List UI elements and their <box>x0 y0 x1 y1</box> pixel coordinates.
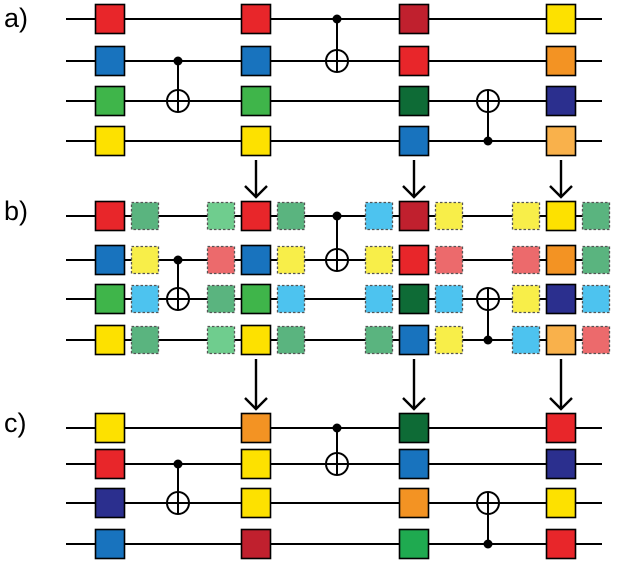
ghost-gate <box>206 245 236 275</box>
single-qubit-gate <box>398 244 430 276</box>
ghost-gate <box>364 325 394 355</box>
cnot-control-dot <box>483 335 493 345</box>
single-qubit-gate <box>240 283 272 315</box>
single-qubit-gate <box>94 85 126 117</box>
single-qubit-gate <box>240 3 272 35</box>
down-arrow-icon <box>244 397 268 411</box>
ghost-gate <box>581 325 611 355</box>
ghost-gate <box>434 201 464 231</box>
cnot-control-dot <box>483 539 493 549</box>
single-qubit-gate <box>94 200 126 232</box>
single-qubit-gate <box>398 487 430 519</box>
ghost-gate <box>130 245 160 275</box>
ghost-gate <box>511 284 541 314</box>
single-qubit-gate <box>545 244 577 276</box>
cnot-layer <box>166 14 500 549</box>
ghost-gate <box>511 245 541 275</box>
single-qubit-gate <box>398 324 430 356</box>
panel-a-label: a) <box>4 3 28 33</box>
ghost-gate <box>206 201 236 231</box>
down-arrow-icon <box>549 397 573 411</box>
cnot-control-dot <box>332 423 342 433</box>
ghost-gate <box>206 325 236 355</box>
cnot-control-dot <box>332 14 342 24</box>
cnot-control-dot <box>173 56 183 66</box>
cnot-control-dot <box>173 459 183 469</box>
ghost-gate <box>434 325 464 355</box>
ghost-gate <box>130 201 160 231</box>
single-qubit-gate <box>398 448 430 480</box>
ghost-gate <box>130 284 160 314</box>
ghost-gate <box>276 201 306 231</box>
single-qubit-gate <box>94 412 126 444</box>
single-qubit-gate <box>398 45 430 77</box>
ghost-gate <box>364 284 394 314</box>
single-qubit-gate <box>545 283 577 315</box>
single-qubit-gate <box>398 85 430 117</box>
cnot-control-dot <box>332 211 342 221</box>
ghost-gate <box>434 245 464 275</box>
single-qubit-gate <box>398 283 430 315</box>
arrows-layer <box>244 160 573 411</box>
ghost-gate <box>276 284 306 314</box>
single-qubit-gate <box>240 45 272 77</box>
single-qubit-gate <box>545 528 577 560</box>
single-qubit-gate <box>94 324 126 356</box>
single-qubit-gate <box>94 244 126 276</box>
single-qubit-gate <box>545 487 577 519</box>
down-arrow-icon <box>549 185 573 199</box>
single-qubit-gate <box>240 412 272 444</box>
ghost-gate <box>364 201 394 231</box>
single-qubit-gate <box>240 244 272 276</box>
single-qubit-gate <box>240 85 272 117</box>
single-qubit-gate <box>94 125 126 157</box>
single-qubit-gate <box>398 125 430 157</box>
single-qubit-gate <box>545 45 577 77</box>
ghost-gate <box>206 284 236 314</box>
single-qubit-gate <box>545 200 577 232</box>
ghost-gate <box>511 325 541 355</box>
ghost-gate <box>276 325 306 355</box>
panel-c-label: c) <box>4 408 27 438</box>
single-qubit-gate <box>240 324 272 356</box>
down-arrow-icon <box>402 185 426 199</box>
gates-layer <box>94 3 611 560</box>
single-qubit-gate <box>545 125 577 157</box>
down-arrow-icon <box>402 397 426 411</box>
single-qubit-gate <box>398 412 430 444</box>
single-qubit-gate <box>94 528 126 560</box>
down-arrow-icon <box>244 185 268 199</box>
single-qubit-gate <box>545 412 577 444</box>
ghost-gate <box>434 284 464 314</box>
ghost-gate <box>581 245 611 275</box>
single-qubit-gate <box>398 200 430 232</box>
ghost-gate <box>511 201 541 231</box>
single-qubit-gate <box>545 85 577 117</box>
single-qubit-gate <box>398 3 430 35</box>
single-qubit-gate <box>545 324 577 356</box>
single-qubit-gate <box>240 125 272 157</box>
single-qubit-gate <box>240 200 272 232</box>
ghost-gate <box>581 284 611 314</box>
single-qubit-gate <box>94 487 126 519</box>
single-qubit-gate <box>545 3 577 35</box>
ghost-gate <box>364 245 394 275</box>
single-qubit-gate <box>240 487 272 519</box>
single-qubit-gate <box>240 448 272 480</box>
ghost-gate <box>276 245 306 275</box>
cnot-control-dot <box>173 255 183 265</box>
panel-b-label: b) <box>4 196 28 226</box>
single-qubit-gate <box>398 528 430 560</box>
single-qubit-gate <box>94 45 126 77</box>
single-qubit-gate <box>94 283 126 315</box>
single-qubit-gate <box>240 528 272 560</box>
ghost-gate <box>130 325 160 355</box>
single-qubit-gate <box>545 448 577 480</box>
cnot-control-dot <box>483 136 493 146</box>
ghost-gate <box>581 201 611 231</box>
single-qubit-gate <box>94 448 126 480</box>
single-qubit-gate <box>94 3 126 35</box>
